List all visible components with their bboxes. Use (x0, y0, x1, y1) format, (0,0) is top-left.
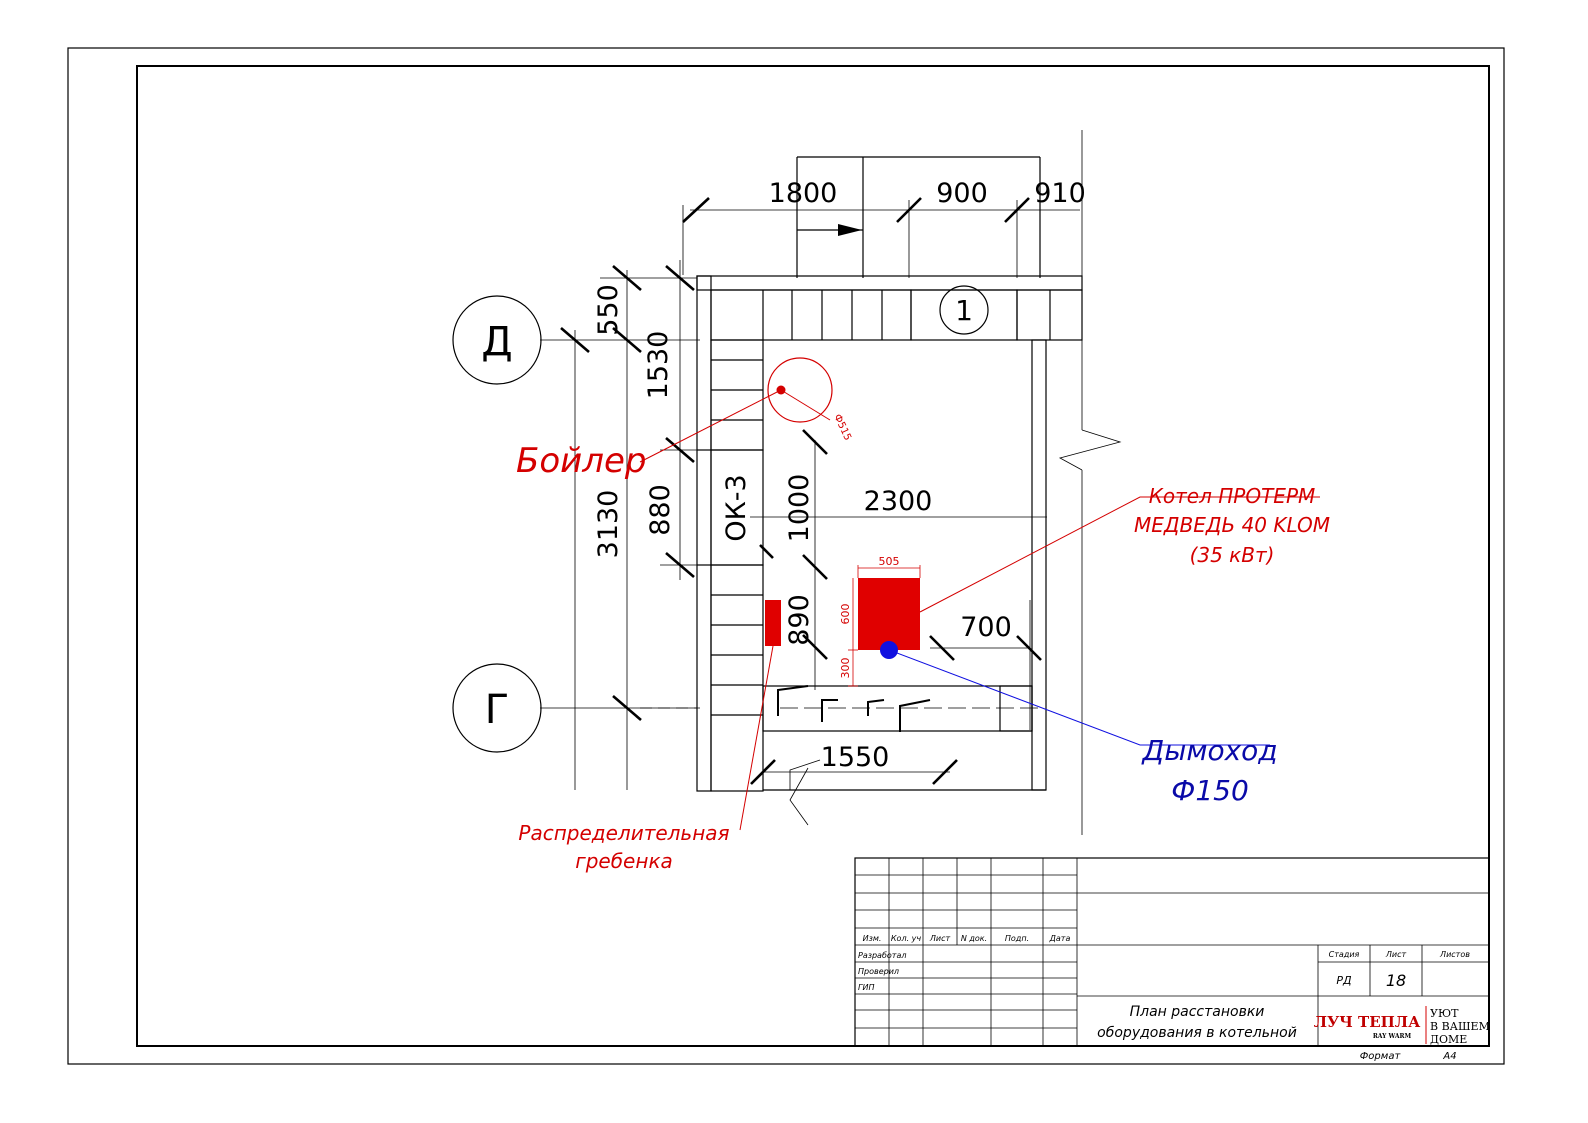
dim-550: 550 (593, 284, 624, 336)
tb-gip: ГИП (858, 983, 874, 992)
plan-drawing (452, 130, 1320, 835)
tb-razrabotal: Разработал (858, 951, 906, 960)
boiler-leader (639, 389, 782, 463)
label-kotel-1: Котел ПРОТЕРМ (1149, 484, 1316, 508)
tb-title-line1: План расстановки (1130, 1004, 1265, 1020)
logo-right-2: В ВАШЕМ (1430, 1020, 1490, 1033)
boiler-tank-outline (767, 357, 833, 423)
manifold-rect (765, 600, 781, 646)
opening-ok3: ОК-3 (721, 474, 752, 541)
kotel-rect (858, 578, 920, 650)
dim-890: 890 (784, 594, 815, 646)
tb-col-izm: Изм. (863, 934, 882, 943)
label-manifold-1: Распределительная (518, 821, 729, 845)
tb-col-kol: Кол. уч (891, 934, 922, 943)
dim-700: 700 (960, 612, 1012, 643)
label-manifold-2: гребенка (575, 849, 673, 873)
tb-stadia-value: РД (1336, 974, 1352, 987)
kotel-leader (919, 496, 1320, 613)
tb-col-ndok: N док. (961, 934, 987, 943)
axis-bubble-1 (939, 285, 989, 335)
dim-3130: 3130 (593, 490, 624, 559)
dim-1550: 1550 (821, 742, 890, 773)
dim-600: 600 (839, 604, 852, 625)
tb-list-header: Лист (1385, 950, 1407, 959)
tank-diameter: Ф515 (831, 413, 853, 443)
dim-2300: 2300 (864, 486, 933, 517)
dim-900: 900 (936, 178, 988, 209)
logo-main: ЛУЧ ТЕПЛА (1314, 1013, 1421, 1031)
tb-proveril: Проверил (858, 967, 899, 976)
tb-sheet-number: 18 (1386, 971, 1406, 990)
tb-col-data: Дата (1049, 934, 1071, 943)
outer-frame (67, 47, 1505, 1065)
manifold-leader (739, 645, 774, 831)
tb-format-value: А4 (1442, 1051, 1456, 1062)
tb-stadia-header: Стадия (1329, 950, 1360, 959)
label-kotel-3: (35 кВт) (1190, 543, 1275, 567)
inner-frame (136, 65, 1490, 1047)
tb-col-list: Лист (929, 934, 951, 943)
axis-bubble-d (452, 295, 542, 385)
dim-1000: 1000 (784, 474, 815, 543)
tb-col-podp: Подп. (1005, 934, 1029, 943)
dim-910: 910 (1034, 178, 1086, 209)
chimney-leader (888, 649, 1270, 746)
tb-title-line2: оборудования в котельной (1097, 1025, 1297, 1041)
dim-1800: 1800 (769, 178, 838, 209)
label-chimney-2: Ф150 (1171, 774, 1249, 807)
logo-sub: RAY WARM (1373, 1033, 1412, 1040)
axis-label-g: Г (485, 687, 509, 733)
dim-300: 300 (839, 658, 852, 679)
axis-label-1: 1 (955, 294, 973, 327)
dim-505: 505 (879, 555, 900, 568)
label-chimney-1: Дымоход (1140, 734, 1277, 767)
tb-format-label: Формат (1360, 1051, 1402, 1062)
axis-bubble-g (452, 663, 542, 753)
axis-label-d: Д (481, 319, 512, 365)
dim-880: 880 (645, 484, 676, 536)
label-kotel-2: МЕДВЕДЬ 40 KLOM (1134, 513, 1330, 537)
tb-listov-header: Листов (1439, 950, 1470, 959)
logo-right-1: УЮТ (1430, 1007, 1459, 1020)
title-block (854, 857, 1490, 1047)
logo-right-3: ДОМЕ (1430, 1033, 1467, 1046)
label-boiler: Бойлер (516, 441, 646, 481)
dim-1530: 1530 (643, 331, 674, 400)
